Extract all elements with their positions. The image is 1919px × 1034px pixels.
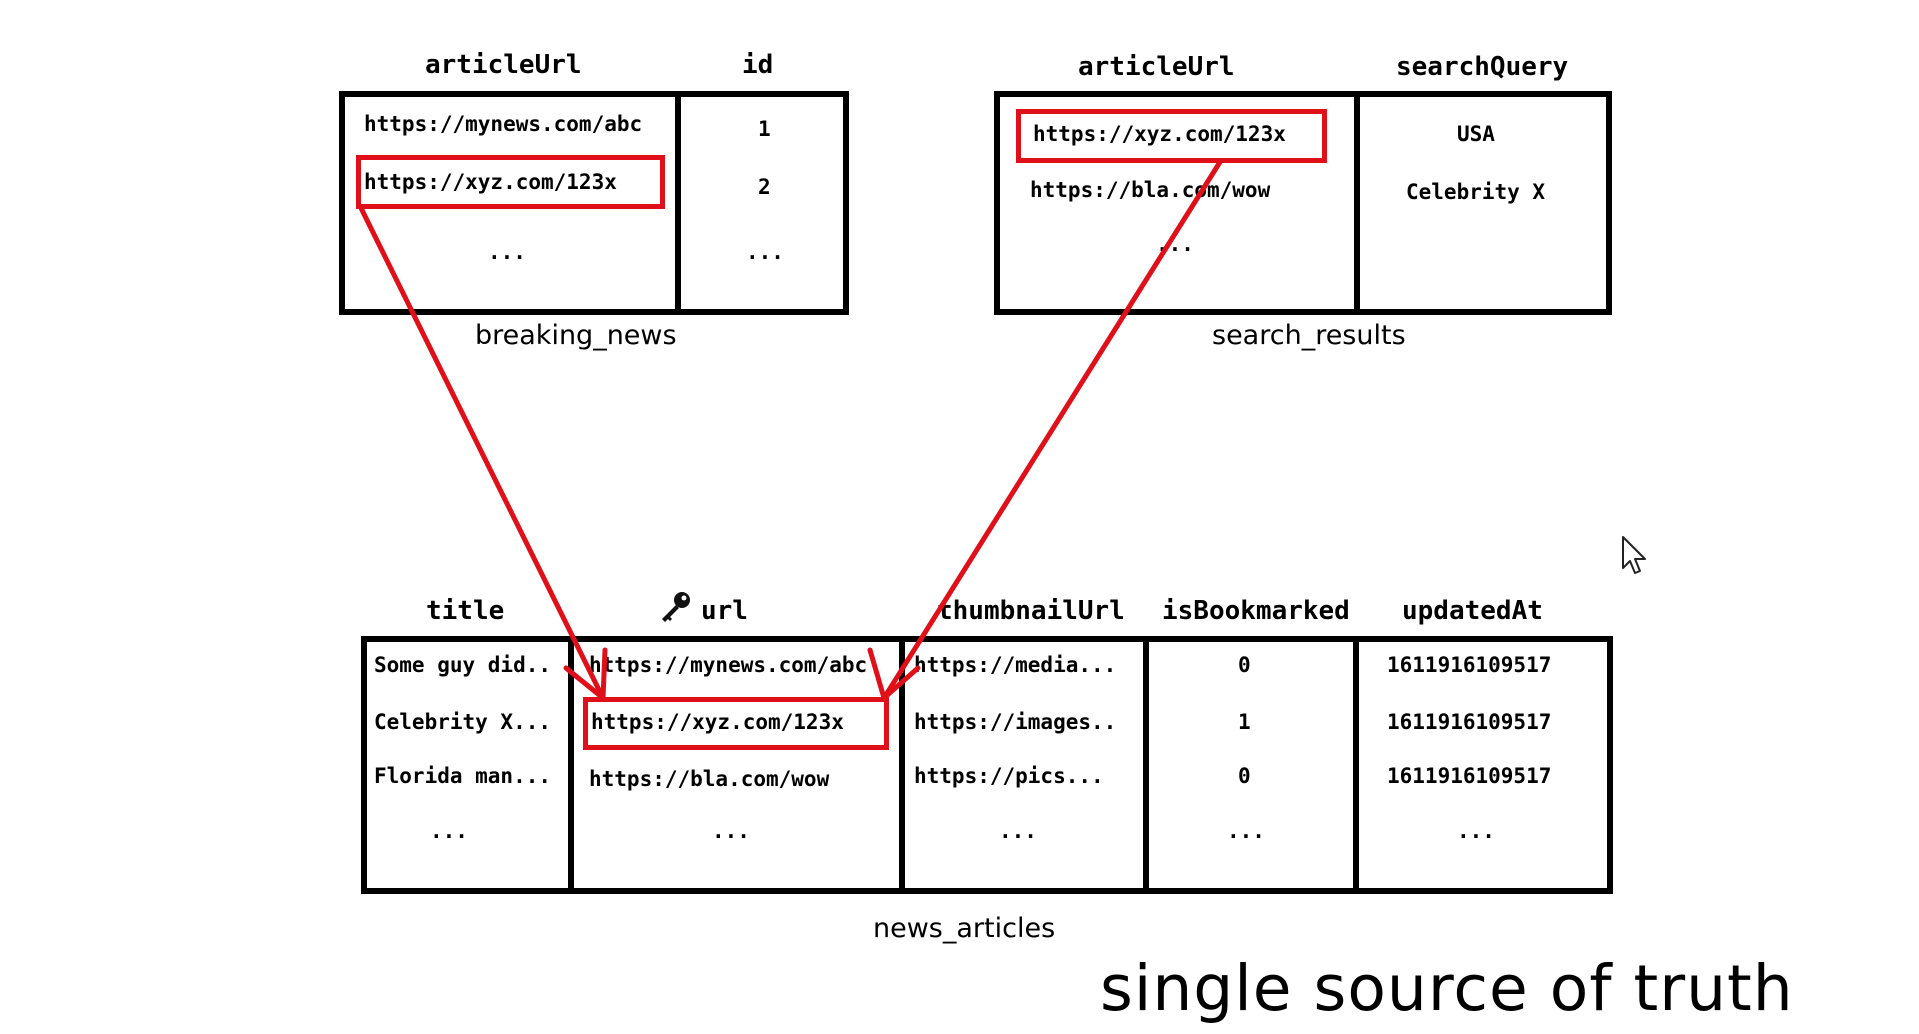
cell-title: Florida man...	[374, 764, 552, 788]
col-header-searchquery: searchQuery	[1396, 52, 1569, 82]
cell-searchquery: Celebrity X	[1406, 180, 1546, 204]
cell-updatedat: 1611916109517	[1387, 653, 1552, 677]
col-header-title: title	[426, 596, 505, 626]
col-header-id: id	[742, 50, 774, 80]
cell-isbookmarked: 1	[1238, 710, 1251, 734]
col-header-articleurl: articleUrl	[425, 50, 582, 80]
arrow-head	[563, 647, 608, 701]
key-icon	[662, 592, 690, 622]
column-divider	[1354, 91, 1360, 315]
breaking-news-frame	[339, 91, 849, 315]
cell-url: https://bla.com/wow	[589, 767, 830, 791]
column-divider	[568, 636, 574, 894]
arrow-breaking-news-to-url	[357, 203, 606, 701]
column-divider	[675, 91, 681, 315]
cell-articleurl: https://xyz.com/123x	[1033, 122, 1286, 146]
cell-title: Some guy did..	[374, 653, 552, 677]
cell-thumbnailurl: https://images..	[914, 710, 1117, 734]
col-header-updatedat: updatedAt	[1402, 596, 1543, 626]
cell-id: 1	[758, 117, 771, 141]
cell-ellipsis: ...	[746, 240, 784, 264]
search-results-frame	[994, 91, 1612, 315]
arrow-search-results-to-url	[881, 159, 1223, 701]
cell-updatedat: 1611916109517	[1387, 764, 1552, 788]
cell-thumbnailurl: https://media...	[914, 653, 1117, 677]
highlight-box	[583, 697, 889, 750]
table-caption: breaking_news	[475, 320, 677, 351]
cell-articleurl: https://bla.com/wow	[1030, 178, 1271, 202]
cell-ellipsis: ...	[488, 240, 526, 264]
highlight-box	[356, 155, 665, 209]
column-divider	[899, 636, 905, 894]
slide-caption: single source of truth	[1100, 952, 1794, 1025]
table-caption: news_articles	[873, 913, 1056, 944]
news-articles-frame	[361, 636, 1613, 894]
cell-title: Celebrity X...	[374, 710, 552, 734]
column-divider	[1353, 636, 1359, 894]
cell-articleurl: https://mynews.com/abc	[364, 112, 643, 136]
cell-isbookmarked: 0	[1238, 764, 1251, 788]
cell-ellipsis: ...	[1457, 819, 1495, 843]
highlight-box	[1016, 109, 1327, 163]
col-header-thumbnailurl: thumbnailUrl	[937, 596, 1125, 626]
cell-url: https://xyz.com/123x	[591, 710, 844, 734]
col-header-isbookmarked: isBookmarked	[1162, 596, 1350, 626]
cell-articleurl: https://xyz.com/123x	[364, 170, 617, 194]
col-header-articleurl: articleUrl	[1078, 52, 1235, 82]
table-caption: search_results	[1212, 320, 1406, 351]
col-header-url: url	[701, 596, 748, 626]
cell-thumbnailurl: https://pics...	[914, 764, 1104, 788]
cell-url: https://mynews.com/abc	[589, 653, 868, 677]
cell-id: 2	[758, 175, 771, 199]
cell-ellipsis: ...	[712, 819, 750, 843]
column-divider	[1143, 636, 1149, 894]
cell-isbookmarked: 0	[1238, 653, 1251, 677]
cell-searchquery: USA	[1457, 122, 1495, 146]
cell-ellipsis: ...	[430, 819, 468, 843]
mouse-pointer-icon	[1622, 536, 1646, 574]
arrow-head	[867, 647, 921, 701]
cell-ellipsis: ...	[999, 819, 1037, 843]
cell-ellipsis: ...	[1227, 819, 1265, 843]
cell-updatedat: 1611916109517	[1387, 710, 1552, 734]
